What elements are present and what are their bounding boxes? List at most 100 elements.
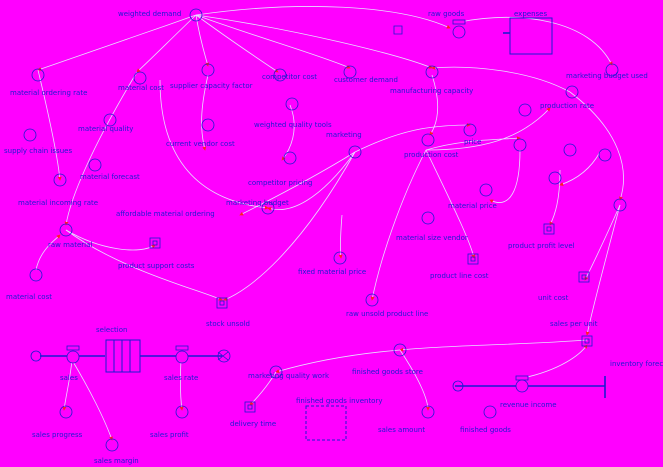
aux-sales-amount[interactable] <box>421 405 435 419</box>
lookup-stock-unsold[interactable] <box>216 297 228 309</box>
aux-marketing-budget[interactable] <box>261 201 275 215</box>
label-sales-profit: sales profit <box>150 431 189 439</box>
aux-material-price-2[interactable] <box>479 183 493 197</box>
stock-expenses[interactable] <box>509 17 553 55</box>
aux-marketing-quality[interactable] <box>269 365 283 379</box>
clouds <box>30 25 464 392</box>
label-production-rate: production rate <box>540 102 594 110</box>
label-sales-amount: sales amount <box>378 426 425 434</box>
label-material-cost: material cost <box>118 84 164 92</box>
variable-labels: weighted demand raw goods expenses mater… <box>4 10 663 465</box>
aux-sales-margin[interactable] <box>105 438 119 452</box>
label-pricing: price <box>464 138 481 146</box>
aux-production-cost[interactable] <box>421 133 435 147</box>
aux-material-cost[interactable] <box>133 71 147 85</box>
label-delivery-time: delivery time <box>230 420 276 428</box>
label-finished-goods-stock: finished goods inventory <box>296 397 383 405</box>
label-material-quality: material quality <box>78 125 133 133</box>
lookup-product-support[interactable] <box>149 237 161 249</box>
label-product-profit: product profit level <box>508 242 575 250</box>
aux-marketing[interactable] <box>348 145 362 159</box>
lookup-product-profit[interactable] <box>543 223 555 235</box>
label-raw-material: raw material <box>48 241 92 249</box>
aux-material-ordering-rate[interactable] <box>31 68 45 82</box>
label-selection: selection <box>96 326 127 334</box>
label-unit-cost: unit cost <box>538 294 569 302</box>
label-expenses: expenses <box>514 10 547 18</box>
label-material-price: material price <box>448 202 497 210</box>
lookup-delivery-time[interactable] <box>244 401 256 413</box>
aux-raw-unsold[interactable] <box>365 293 379 307</box>
aux-competitor-cost[interactable] <box>273 68 287 82</box>
valve-raw-goods[interactable] <box>452 19 466 39</box>
aux-sales-progress[interactable] <box>59 405 73 419</box>
aux-material-quality[interactable] <box>103 113 117 127</box>
label-sales-progress: sales progress <box>32 431 83 439</box>
aux-pricing[interactable] <box>463 123 477 137</box>
label-marketing-budget-used: marketing budget used <box>566 72 648 80</box>
label-marketing-quality: marketing quality work <box>248 372 330 380</box>
aux-weighted-quality[interactable] <box>285 97 299 111</box>
valve-sales-rate[interactable] <box>175 345 189 364</box>
aux-current-vendor-cost[interactable] <box>201 118 215 132</box>
label-supply-chain: supply chain issues <box>4 147 72 155</box>
aux-customer-demand[interactable] <box>343 65 357 79</box>
connector-links <box>35 6 624 441</box>
aux-material-forecast[interactable] <box>88 158 102 172</box>
aux-material-incoming[interactable] <box>53 173 67 187</box>
valve-revenue-income[interactable] <box>515 375 529 393</box>
aux-supply-chain[interactable] <box>23 128 37 142</box>
aux-price[interactable] <box>613 198 627 212</box>
aux-competitor-pricing[interactable] <box>283 151 297 165</box>
label-production-cost: production cost <box>404 151 459 159</box>
lookup-product-line[interactable] <box>467 253 479 265</box>
label-material-ordering-rate: material ordering rate <box>10 89 87 97</box>
lookup-sales-per-unit[interactable] <box>581 335 593 347</box>
label-affordable-ordering: affordable material ordering <box>116 210 215 218</box>
aux-fixed-material-price[interactable] <box>333 251 347 265</box>
aux-production-rate[interactable] <box>565 85 579 99</box>
aux-unknown-1[interactable] <box>518 103 532 117</box>
label-raw-goods: raw goods <box>428 10 465 18</box>
label-material-incoming: material incoming rate <box>18 199 98 207</box>
label-fixed-material: material cost <box>6 293 52 301</box>
aux-finished-goods-store[interactable] <box>393 343 407 357</box>
aux-sales-profit[interactable] <box>175 405 189 419</box>
label-material-size: material size vendor <box>396 234 468 242</box>
aux-marketing-2[interactable] <box>513 138 527 152</box>
lookup-unit-cost[interactable] <box>578 271 590 283</box>
aux-unknown-3[interactable] <box>598 148 612 162</box>
aux-manufacturing-capacity[interactable] <box>425 65 439 79</box>
valve-sales[interactable] <box>66 345 80 364</box>
ghost-icon <box>393 25 403 35</box>
aux-product-support[interactable] <box>29 268 43 282</box>
aux-marketing-budget-used[interactable] <box>605 63 619 77</box>
label-fixed-material-price: fixed material price <box>298 268 366 276</box>
label-product-line: product line cost <box>430 272 489 280</box>
cloud-sink-icon <box>217 351 229 361</box>
aux-material-size[interactable] <box>421 211 435 225</box>
label-competitor-cost: competitor cost <box>262 73 317 81</box>
aux-unknown-2[interactable] <box>563 143 577 157</box>
label-weighted-demand: weighted demand <box>118 10 181 18</box>
valves <box>66 19 529 393</box>
aux-raw-material[interactable] <box>59 223 73 237</box>
label-sales-rate: sales rate <box>164 374 198 382</box>
label-sales-per-unit: sales per unit <box>550 320 598 328</box>
stock-selection-conveyor[interactable] <box>105 339 141 373</box>
cloud-source-icon <box>30 350 42 362</box>
label-product-support: product support costs <box>118 262 195 270</box>
aux-finished-goods[interactable] <box>483 405 497 419</box>
aux-weighted-demand[interactable] <box>189 8 203 22</box>
aux-unknown-4[interactable] <box>548 171 562 185</box>
aux-supplier-capacity[interactable] <box>201 63 215 77</box>
label-manufacturing-capacity: manufacturing capacity <box>390 87 473 95</box>
label-sales-margin: sales margin <box>94 457 139 465</box>
label-customer-demand: customer demand <box>334 76 398 84</box>
label-supplier-capacity: supplier capacity factor <box>170 82 253 90</box>
label-stock-unsold: stock unsold <box>206 320 250 328</box>
stock-finished-goods[interactable] <box>305 405 347 441</box>
label-marketing: marketing <box>326 131 362 139</box>
